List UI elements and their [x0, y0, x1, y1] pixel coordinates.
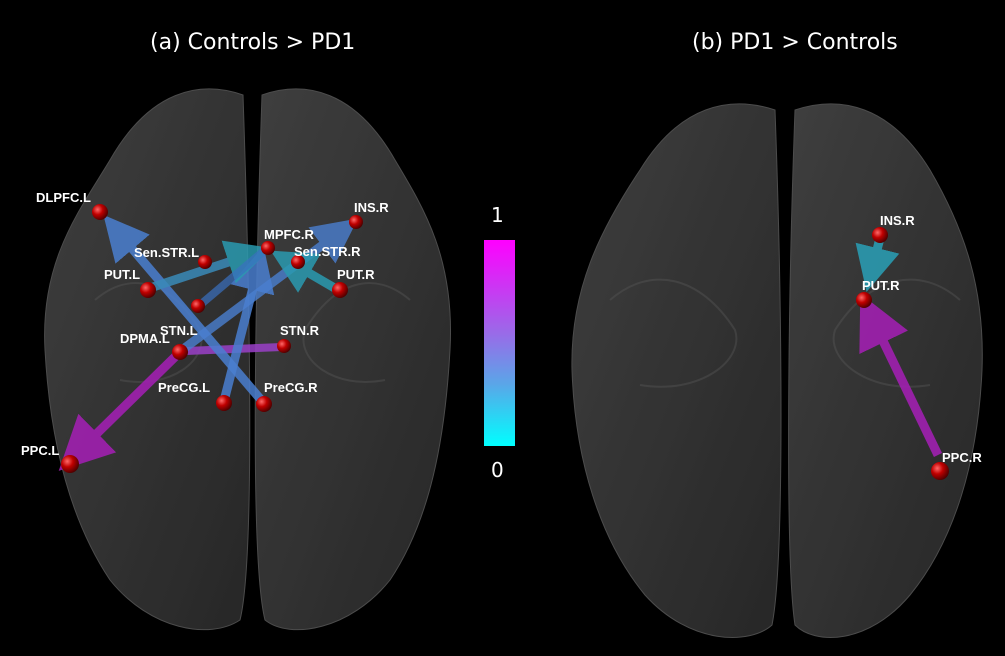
label-ppc-l: PPC.L: [21, 443, 59, 458]
node-sen-str-l: [198, 255, 212, 269]
nodes-a: [61, 204, 363, 473]
edges-b: [855, 236, 943, 457]
node-ppc-l: [61, 455, 79, 473]
edge-precg-r-to-dlpfc-l: [103, 214, 266, 404]
node-precg-r: [256, 396, 272, 412]
colorbar-min-label: 0: [491, 458, 504, 482]
label-put-l: PUT.L: [104, 267, 140, 282]
node-put-r: [332, 282, 348, 298]
brain-a-right-hemisphere: [254, 88, 452, 631]
brain-b: [571, 103, 983, 638]
node-dpma-l: [172, 344, 188, 360]
label-b-ppc-r: PPC.R: [942, 450, 982, 465]
colorbar: [484, 240, 515, 446]
label-precg-l: PreCG.L: [158, 380, 210, 395]
panel-a-title: (a) Controls > PD1: [150, 30, 356, 55]
label-dpma-l: DPMA.L: [120, 331, 170, 346]
edge-ppc-r-to-put-r: [859, 293, 943, 457]
node-ins-r: [349, 215, 363, 229]
label-b-put-r: PUT.R: [862, 278, 900, 293]
labels-a: DLPFC.L Sen.STR.L PUT.L DPMA.L STN.L MPF…: [21, 190, 389, 458]
edge-put-l-to-mpfc-r: [148, 240, 272, 293]
brain-b-left-hemisphere: [571, 103, 782, 638]
brain-a: [44, 88, 452, 631]
label-b-ins-r: INS.R: [880, 213, 915, 228]
nodes-b: [856, 227, 949, 480]
colorbar-max-label: 1: [491, 203, 504, 227]
node-stn-l: [191, 299, 205, 313]
label-dlpfc-l: DLPFC.L: [36, 190, 91, 205]
label-stn-r: STN.R: [280, 323, 320, 338]
node-mpfc-r: [261, 241, 275, 255]
label-stn-l: STN.L: [160, 323, 198, 338]
node-b-ins-r: [872, 227, 888, 243]
label-put-r: PUT.R: [337, 267, 375, 282]
edge-dpma-l-to-ppc-l: [58, 348, 184, 471]
label-sen-str-r: Sen.STR.R: [294, 244, 361, 259]
edge-mpfc-r-to-put-l: [197, 246, 268, 309]
brain-a-left-hemisphere: [44, 88, 251, 631]
node-put-l: [140, 282, 156, 298]
label-precg-r: PreCG.R: [264, 380, 318, 395]
node-dlpfc-l: [92, 204, 108, 220]
label-ins-r: INS.R: [354, 200, 389, 215]
brain-b-right-hemisphere: [788, 103, 983, 638]
node-b-ppc-r: [931, 462, 949, 480]
edge-precg-l-to-mpfc-r: [219, 246, 275, 403]
edge-ins-r-to-put-r: [855, 236, 900, 292]
edges-a: [58, 214, 359, 471]
node-sen-str-r: [291, 255, 305, 269]
labels-b: INS.R PUT.R PPC.R: [862, 213, 982, 465]
label-mpfc-r: MPFC.R: [264, 227, 314, 242]
node-b-put-r: [856, 292, 872, 308]
node-precg-l: [216, 395, 232, 411]
node-stn-r: [277, 339, 291, 353]
panel-b-title: (b) PD1 > Controls: [692, 30, 898, 55]
label-sen-str-l: Sen.STR.L: [134, 245, 199, 260]
